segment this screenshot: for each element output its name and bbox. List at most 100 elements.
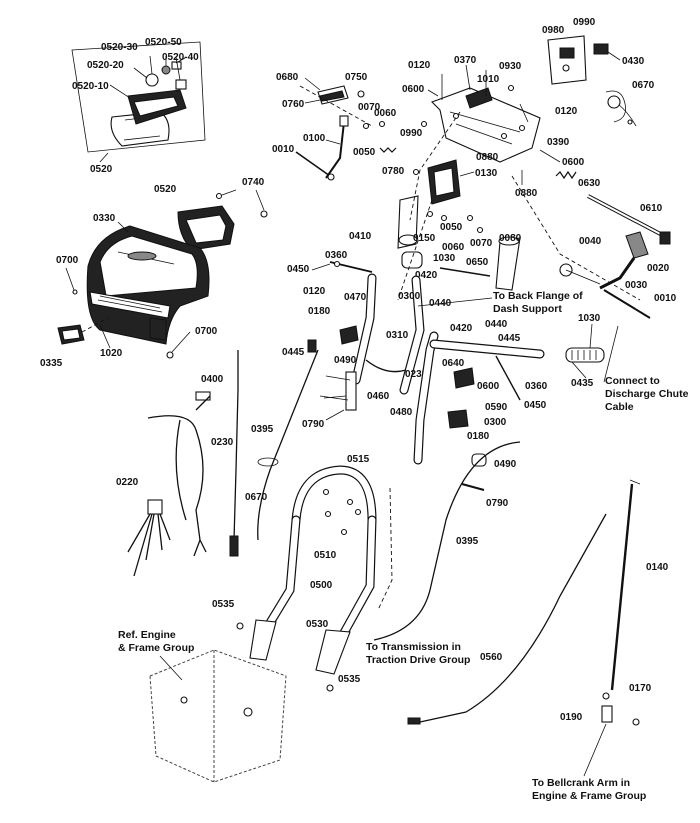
label-0880-right: 0880	[515, 188, 538, 199]
label-1020: 1020	[100, 348, 123, 359]
chute-remote-bracket	[547, 35, 637, 127]
label-0120-right: 0120	[555, 106, 578, 117]
label-0235: 0235	[405, 369, 428, 380]
crank-knob-0020	[559, 231, 651, 319]
label-0180-top: 0180	[308, 306, 331, 317]
label-0600-top: 0600	[402, 84, 425, 95]
grip-1030-right	[565, 347, 605, 363]
label-1010: 1010	[477, 74, 500, 85]
upper-handle-0470	[345, 273, 425, 411]
label-0420-mid: 0420	[450, 323, 473, 334]
headlight-assembly	[177, 189, 268, 251]
label-0535-lower: 0535	[338, 674, 361, 685]
clamp-0180-lower	[447, 409, 469, 429]
label-0395-left: 0395	[251, 424, 274, 435]
label-0560: 0560	[480, 652, 503, 663]
dash-bracket	[431, 70, 541, 163]
label-0600-mid: 0600	[477, 381, 500, 392]
label-0520-10: 0520-10	[72, 81, 109, 92]
label-0450-left: 0450	[287, 264, 310, 275]
label-0880-top: 0880	[476, 152, 499, 163]
label-0170: 0170	[629, 683, 652, 694]
note-back-flange-1: To Back Flange of	[493, 290, 583, 302]
label-0030: 0030	[625, 280, 648, 291]
label-0520-40: 0520-40	[162, 52, 199, 63]
label-0510: 0510	[314, 550, 337, 561]
label-0130: 0130	[475, 168, 498, 179]
label-0230: 0230	[211, 437, 234, 448]
note-transmission-1: To Transmission in	[366, 641, 461, 653]
label-0220: 0220	[116, 477, 139, 488]
engine-frame-plate	[149, 649, 287, 783]
label-0990-top: 0990	[573, 17, 596, 28]
label-0700-right: 0700	[195, 326, 218, 337]
label-0060-mid: 0060	[442, 242, 465, 253]
dash-panel	[86, 225, 210, 359]
rod-0140	[601, 479, 641, 726]
label-0100: 0100	[303, 133, 326, 144]
label-0445-left: 0445	[282, 347, 305, 358]
label-0335: 0335	[40, 358, 63, 369]
clamp-0590	[453, 367, 475, 389]
label-0470: 0470	[344, 292, 367, 303]
note-transmission-2: Traction Drive Group	[366, 654, 470, 666]
label-0370: 0370	[454, 55, 477, 66]
label-0535-left: 0535	[212, 599, 235, 610]
label-0460: 0460	[367, 391, 390, 402]
label-0360-right: 0360	[525, 381, 548, 392]
cable-0400	[233, 350, 239, 541]
label-1030-right: 1030	[578, 313, 601, 324]
cable-0395-left	[257, 349, 319, 541]
cable-0560	[419, 513, 607, 723]
note-bellcrank-1: To Bellcrank Arm in	[532, 777, 630, 789]
label-0500: 0500	[310, 580, 333, 591]
label-0520-20: 0520-20	[87, 60, 124, 71]
label-0930: 0930	[499, 61, 522, 72]
label-0395-right: 0395	[456, 536, 479, 547]
label-0120-top: 0120	[408, 60, 431, 71]
label-0070-mid: 0070	[470, 238, 493, 249]
label-0140: 0140	[646, 562, 669, 573]
label-0300-mid: 0300	[484, 417, 507, 428]
label-0445-right: 0445	[498, 333, 521, 344]
label-0490-lower: 0490	[494, 459, 517, 470]
label-0020: 0020	[647, 263, 670, 274]
label-0360-top: 0360	[325, 250, 348, 261]
label-0700-left: 0700	[56, 255, 79, 266]
label-0600-right: 0600	[562, 157, 585, 168]
label-0490-top: 0490	[334, 355, 357, 366]
label-0520-headlight: 0520	[154, 184, 177, 195]
lower-handle-0500	[236, 465, 377, 692]
label-0120-mid: 0120	[303, 286, 326, 297]
chute-rod-0610	[587, 194, 671, 245]
label-0420-top: 0420	[415, 270, 438, 281]
label-0515: 0515	[347, 454, 370, 465]
note-back-flange-2: Dash Support	[493, 303, 562, 315]
clamp-0180-top	[339, 325, 359, 345]
label-0440-mid: 0440	[485, 319, 508, 330]
rod-0490-0790	[461, 453, 487, 491]
label-0430: 0430	[622, 56, 645, 67]
label-0060-top: 0060	[374, 108, 397, 119]
label-0590: 0590	[485, 402, 508, 413]
label-0310: 0310	[386, 330, 409, 341]
label-0330: 0330	[93, 213, 116, 224]
label-0790-top: 0790	[302, 419, 325, 430]
chute-control-handle	[317, 85, 365, 105]
label-0610: 0610	[640, 203, 663, 214]
label-0480: 0480	[390, 407, 413, 418]
bracket-0130	[412, 159, 461, 205]
label-0670-top: 0670	[632, 80, 655, 91]
label-0520-30: 0520-30	[101, 42, 138, 53]
label-0190: 0190	[560, 712, 583, 723]
label-0780: 0780	[382, 166, 405, 177]
note-discharge-3: Cable	[605, 401, 634, 413]
label-0390: 0390	[547, 137, 570, 148]
label-0740: 0740	[242, 177, 265, 188]
label-0680: 0680	[276, 72, 299, 83]
label-0180-lower: 0180	[467, 431, 490, 442]
label-1030-top: 1030	[433, 253, 456, 264]
label-0790-lower: 0790	[486, 498, 509, 509]
label-0050-top: 0050	[353, 147, 376, 158]
